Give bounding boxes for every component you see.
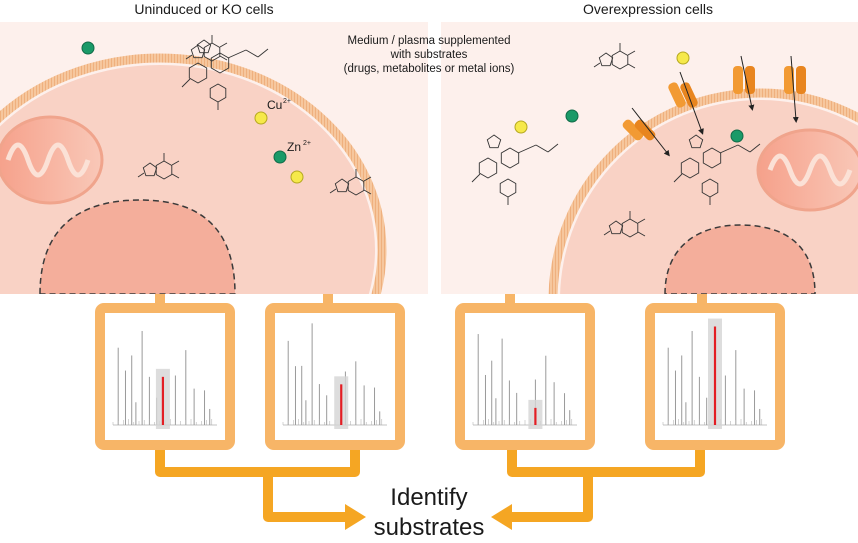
transporter xyxy=(784,66,806,94)
ion-green xyxy=(273,150,287,164)
transporter xyxy=(668,82,698,108)
right-cell-membrane xyxy=(548,88,858,294)
zn-ion-charge: 2+ xyxy=(303,140,311,147)
right-nucleus xyxy=(664,224,816,294)
cu-ion-label: Cu xyxy=(267,98,282,112)
uptake-arrows xyxy=(631,55,799,157)
left-merge-stem xyxy=(263,472,345,522)
medium-label-line-1: Medium / plasma supplemented xyxy=(348,35,511,47)
right-panel xyxy=(441,22,858,294)
ion-yellow xyxy=(676,51,690,65)
left-merge-path xyxy=(155,450,360,477)
caffeine-molecule xyxy=(137,153,180,180)
connector xyxy=(155,294,165,306)
right-arrowhead xyxy=(491,504,512,530)
spectrum-frame xyxy=(455,303,595,450)
right-merge-path xyxy=(507,450,705,477)
ion-green xyxy=(565,109,579,123)
medium-label-line-3: (drugs, metabolites or metal ions) xyxy=(344,63,515,75)
left-panel-title: Uninduced or KO cells xyxy=(134,1,273,17)
result-line-2: substrates xyxy=(374,514,485,541)
ion-yellow xyxy=(254,111,268,125)
transporter xyxy=(622,119,656,141)
benzodiazepine-molecule xyxy=(471,134,559,205)
spectrum-panel xyxy=(645,303,785,450)
caffeine-molecule xyxy=(185,35,228,62)
mass-spectra xyxy=(95,303,785,450)
substrate-molecules xyxy=(137,35,761,238)
merge-arrows xyxy=(155,450,705,522)
connector xyxy=(505,294,515,306)
left-mitochondrion xyxy=(0,115,104,205)
ion-green xyxy=(730,129,744,143)
ion-yellow xyxy=(514,120,528,134)
medium-label-line-2: with substrates xyxy=(390,49,468,61)
benzodiazepine-molecule xyxy=(673,134,761,205)
ion-yellow xyxy=(290,170,304,184)
caffeine-molecule xyxy=(603,211,646,238)
left-cell-membrane xyxy=(0,53,387,294)
spectrum-panel xyxy=(265,303,405,450)
connector xyxy=(323,294,333,306)
cu-ion-charge: 2+ xyxy=(283,98,291,105)
left-panel: Cu 2+ Zn 2+ xyxy=(0,22,428,294)
left-nucleus xyxy=(39,199,236,294)
right-merge-stem xyxy=(512,472,593,522)
benzodiazepine-molecule xyxy=(181,39,269,110)
right-panel-title: Overexpression cells xyxy=(583,1,713,17)
right-mitochondrion xyxy=(756,128,858,212)
zn-ion-label: Zn xyxy=(287,140,301,154)
spectrum-panel xyxy=(95,303,235,450)
connector xyxy=(697,294,707,306)
result-line-1: Identify xyxy=(390,484,467,511)
transporter-proteins xyxy=(622,66,806,141)
caffeine-molecule xyxy=(593,43,636,70)
caffeine-molecule xyxy=(329,169,372,196)
left-arrowhead xyxy=(345,504,366,530)
spectrum-panel xyxy=(455,303,595,450)
sample-connectors xyxy=(155,294,707,306)
ion-green xyxy=(81,41,95,55)
